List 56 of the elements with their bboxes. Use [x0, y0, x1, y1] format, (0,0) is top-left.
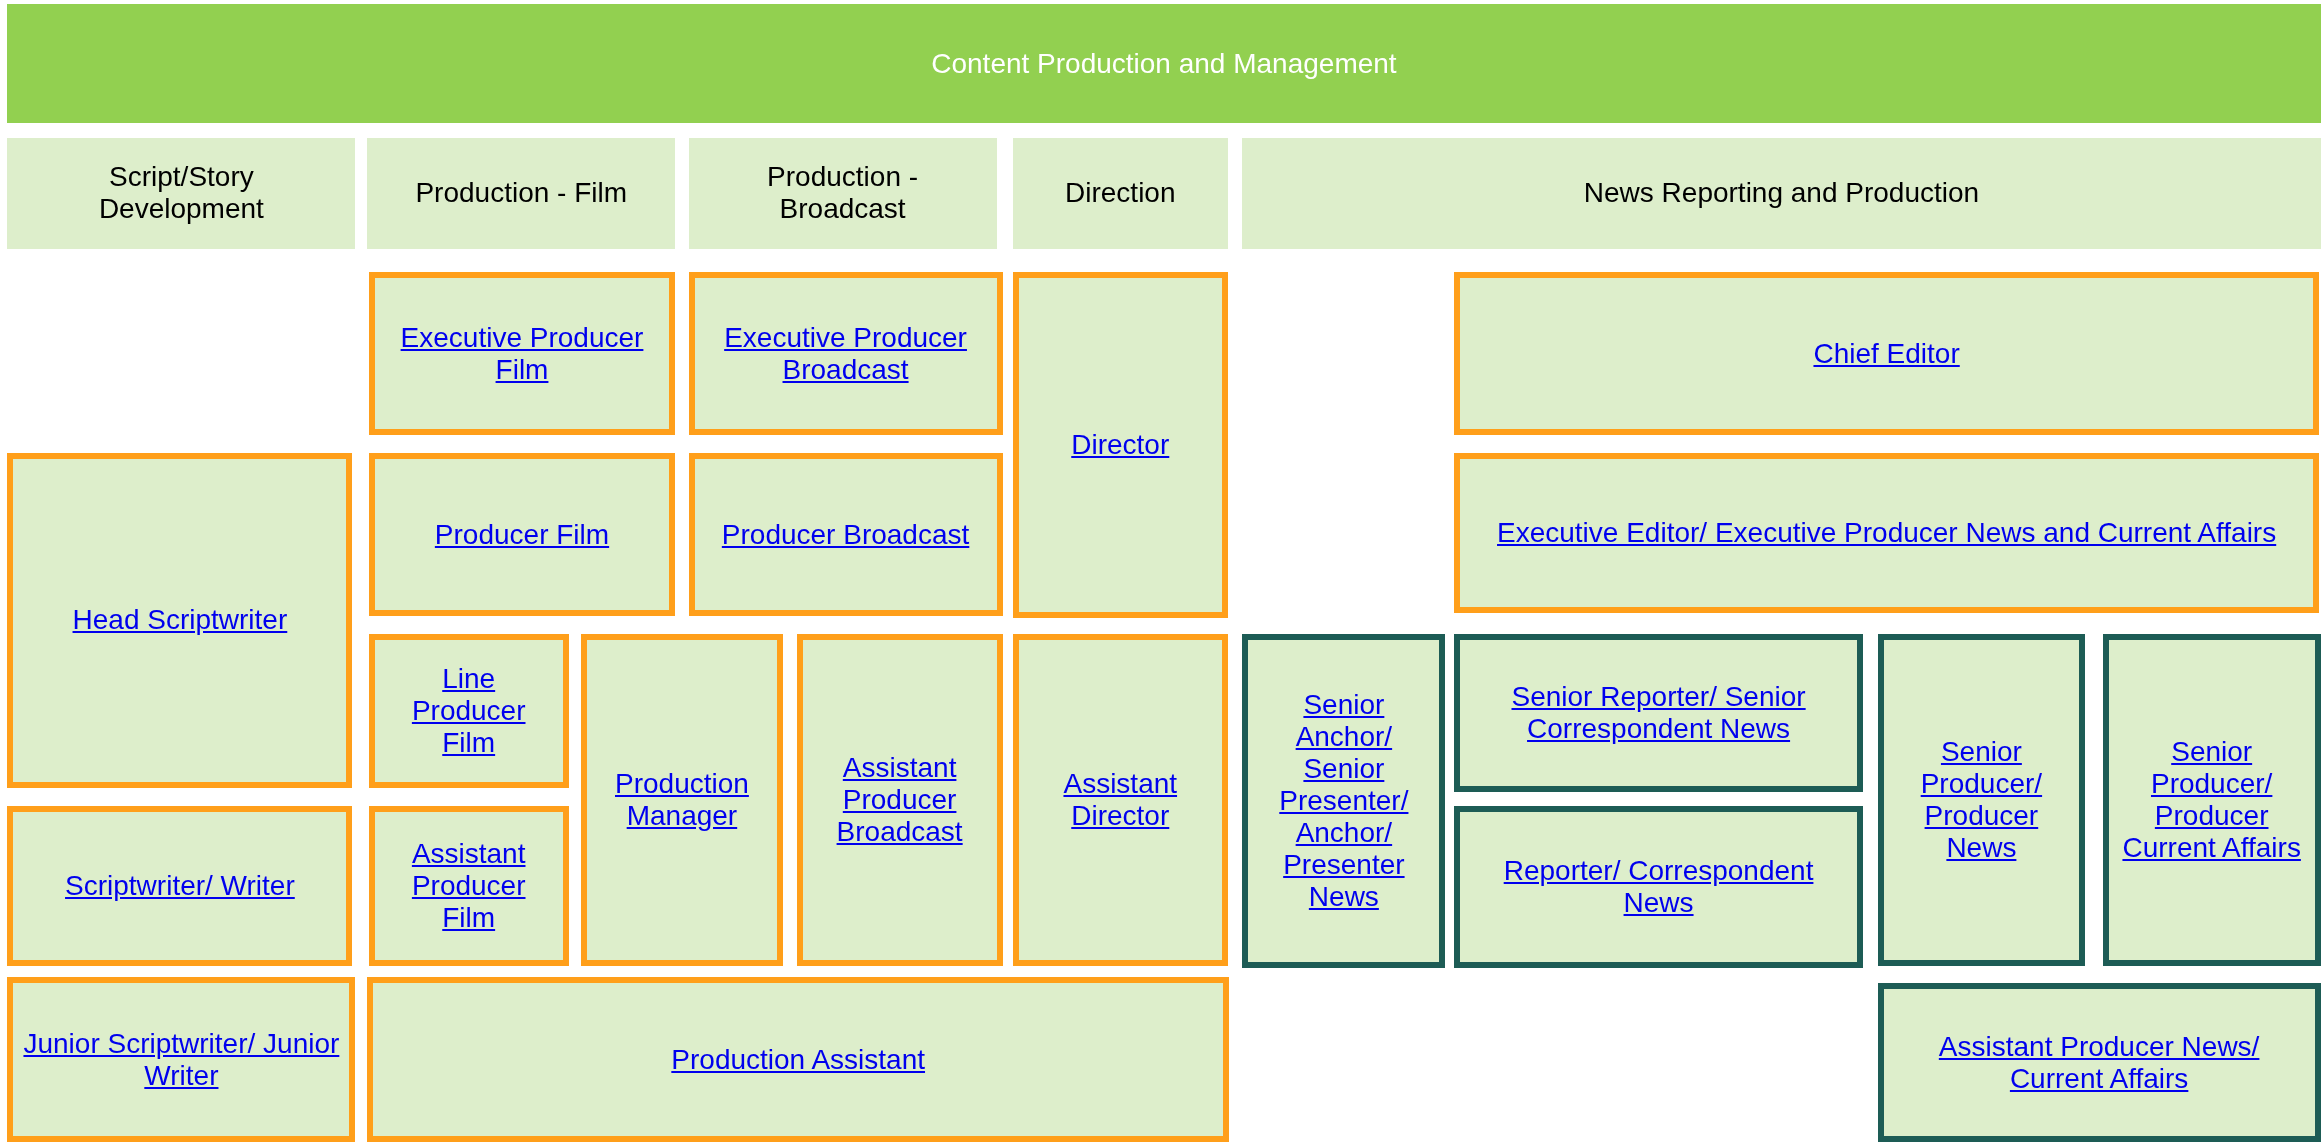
column-heading: Production - Broadcast — [766, 161, 920, 226]
role-box — [7, 805, 353, 966]
role-box — [1012, 633, 1228, 966]
role-link: Assistant Producer Film — [410, 837, 527, 934]
role-box — [1242, 633, 1446, 969]
column-header-box — [688, 137, 997, 249]
role-box — [1454, 633, 1863, 793]
role-box — [688, 272, 1003, 436]
role-link: Senior Reporter/ Senior Correspondent News — [1510, 681, 1807, 745]
role-link: Senior Anchor/ Senior Presenter/ Anchor/ Presenter News — [1278, 689, 1410, 914]
role-link: Producer Broadcast — [721, 518, 970, 551]
role-box — [1454, 453, 2319, 614]
role-link: Reporter/ Correspondent News — [1502, 855, 1815, 919]
role-link: Executive Editor/ Executive Producer News and Current Affairs — [1497, 517, 2277, 550]
role-box — [368, 805, 569, 966]
column-header-box — [367, 137, 676, 249]
role-box — [1454, 272, 2319, 436]
role-box — [368, 272, 676, 436]
role-link: Assistant Producer News/ Current Affairs — [1937, 1030, 2261, 1095]
column-header-box — [1242, 137, 2321, 249]
role-box — [7, 977, 356, 1142]
role-link: Senior Producer/ Producer Current Affairs — [2121, 735, 2302, 864]
role-box — [368, 453, 676, 617]
column-header-box — [1012, 137, 1228, 249]
role-box — [580, 633, 784, 966]
role-box — [1012, 272, 1228, 618]
role-box — [1877, 633, 2086, 966]
column-heading: News Reporting and Production — [1583, 177, 1980, 210]
title-text: Content Production and Management — [931, 47, 1397, 80]
title-band — [7, 4, 2321, 123]
role-link: Scriptwriter/ Writer — [65, 869, 295, 902]
role-link: Junior Scriptwriter/ Junior Writer — [23, 1027, 340, 1092]
role-box — [796, 633, 1003, 966]
role-link: Assistant Producer Broadcast — [835, 751, 964, 848]
role-box — [1454, 805, 1863, 969]
role-link: Producer Film — [434, 518, 610, 551]
role-link: Line Producer Film — [410, 662, 527, 759]
column-heading: Production - Film — [415, 177, 628, 210]
column-header-box — [7, 137, 356, 249]
column-heading: Script/Story Development — [97, 161, 265, 226]
role-link: Production Manager — [614, 767, 750, 832]
role-link: Head Scriptwriter — [72, 604, 288, 637]
role-link: Chief Editor — [1813, 337, 1960, 370]
role-link: Assistant Director — [1062, 767, 1179, 832]
column-heading: Direction — [1065, 177, 1176, 210]
role-box — [7, 453, 353, 788]
role-link: Director — [1071, 429, 1170, 461]
role-box — [1877, 983, 2321, 1142]
role-link: Executive Producer Film — [399, 321, 645, 386]
role-box — [2102, 633, 2321, 966]
role-box — [688, 453, 1003, 617]
role-box — [368, 633, 569, 788]
role-link: Executive Producer Broadcast — [723, 321, 968, 386]
role-box — [367, 977, 1230, 1142]
role-link: Senior Producer/ Producer News — [1919, 735, 2044, 864]
role-link: Production Assistant — [671, 1043, 926, 1076]
